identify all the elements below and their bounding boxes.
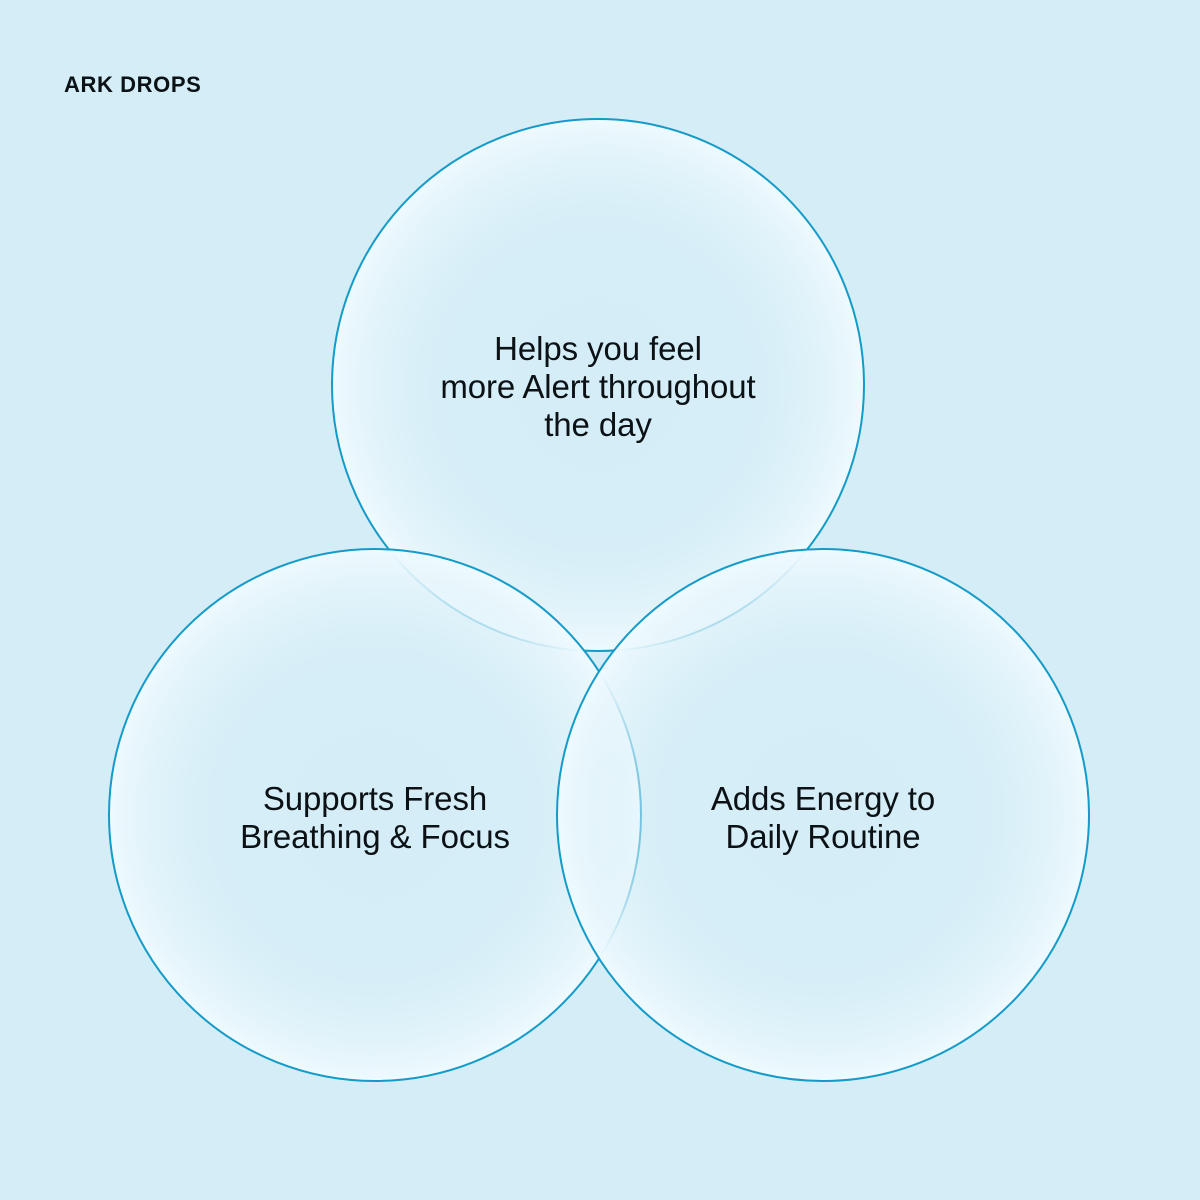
venn-circle-top	[331, 118, 865, 652]
venn-label-alertness: Helps you feel more Alert throughout the…	[440, 330, 756, 443]
venn-circle-bottom-right	[556, 548, 1090, 1082]
venn-label-energy: Adds Energy to Daily Routine	[710, 780, 936, 855]
venn-label-breathing-focus: Supports Fresh Breathing & Focus	[240, 780, 510, 855]
brand-logo: ARK DROPS	[64, 72, 202, 97]
